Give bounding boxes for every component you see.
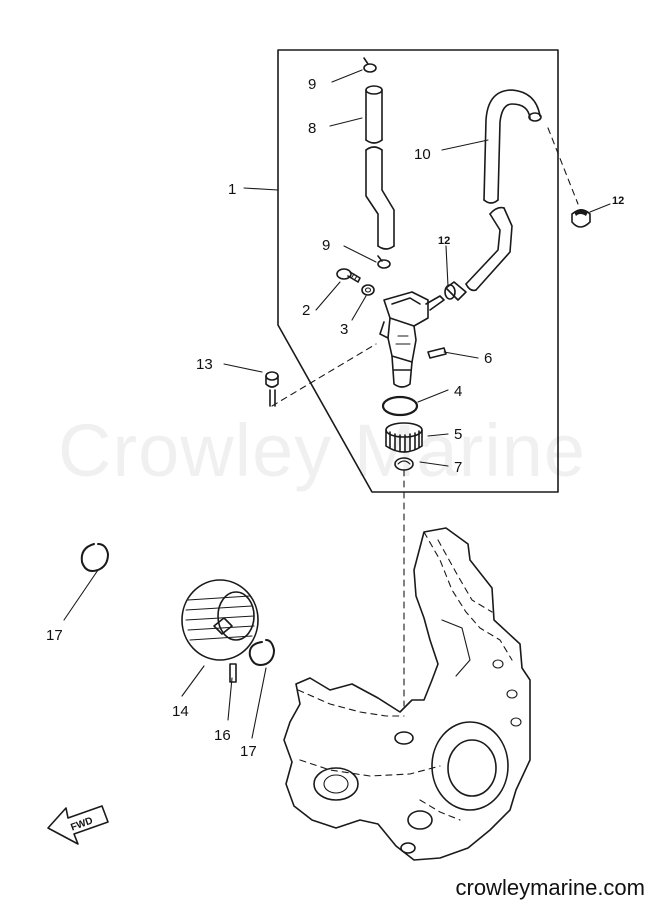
callout-17-right: 17 bbox=[240, 743, 257, 760]
drive-gear-5 bbox=[385, 422, 423, 453]
leader-lines bbox=[63, 69, 611, 739]
callout-5: 5 bbox=[454, 426, 462, 443]
assembly-boundary bbox=[277, 49, 559, 493]
callout-9-lower: 9 bbox=[322, 237, 330, 254]
bolt-13 bbox=[265, 371, 279, 407]
o-ring-4 bbox=[381, 395, 419, 417]
hose-clamp-lower bbox=[377, 255, 391, 269]
pin-6 bbox=[427, 347, 447, 359]
forward-arrow: FWD bbox=[47, 805, 109, 845]
callout-12-joint: 12 bbox=[438, 235, 450, 247]
oil-pump-body bbox=[379, 291, 445, 388]
callout-6: 6 bbox=[484, 350, 492, 367]
clip-7 bbox=[394, 457, 414, 471]
hose-axis-line bbox=[547, 127, 579, 205]
oil-hose-10 bbox=[465, 89, 542, 292]
driven-gear-14 bbox=[181, 579, 259, 661]
callout-10: 10 bbox=[414, 146, 431, 163]
washer-3 bbox=[361, 284, 375, 296]
callout-4: 4 bbox=[454, 383, 462, 400]
callout-1: 1 bbox=[228, 181, 236, 198]
screw-2 bbox=[336, 268, 361, 283]
watermark-text: Crowley Marine bbox=[58, 409, 587, 492]
callout-12-cap: 12 bbox=[612, 195, 624, 207]
callout-17-left: 17 bbox=[46, 627, 63, 644]
callout-3: 3 bbox=[340, 321, 348, 338]
callout-9-upper: 9 bbox=[308, 76, 316, 93]
bolt-axis-line bbox=[271, 343, 377, 407]
callout-16: 16 bbox=[214, 727, 231, 744]
callout-14: 14 bbox=[172, 703, 189, 720]
hose-joint-12 bbox=[444, 281, 467, 301]
circlip-17-left bbox=[80, 543, 109, 572]
site-url: crowleymarine.com bbox=[455, 875, 646, 900]
callout-8: 8 bbox=[308, 120, 316, 137]
lower-casing bbox=[283, 527, 531, 861]
circlip-17-right bbox=[248, 639, 275, 666]
pin-16 bbox=[229, 663, 237, 683]
callout-numbers: 1 2 3 4 5 6 7 8 9 9 10 12 12 13 14 16 17… bbox=[46, 76, 624, 760]
callout-2: 2 bbox=[302, 302, 310, 319]
callout-13: 13 bbox=[196, 356, 213, 373]
hose-clamp-upper bbox=[363, 57, 377, 73]
oil-hose-8 bbox=[365, 85, 395, 250]
callout-7: 7 bbox=[454, 459, 462, 476]
hose-cap-12-right bbox=[571, 209, 591, 228]
